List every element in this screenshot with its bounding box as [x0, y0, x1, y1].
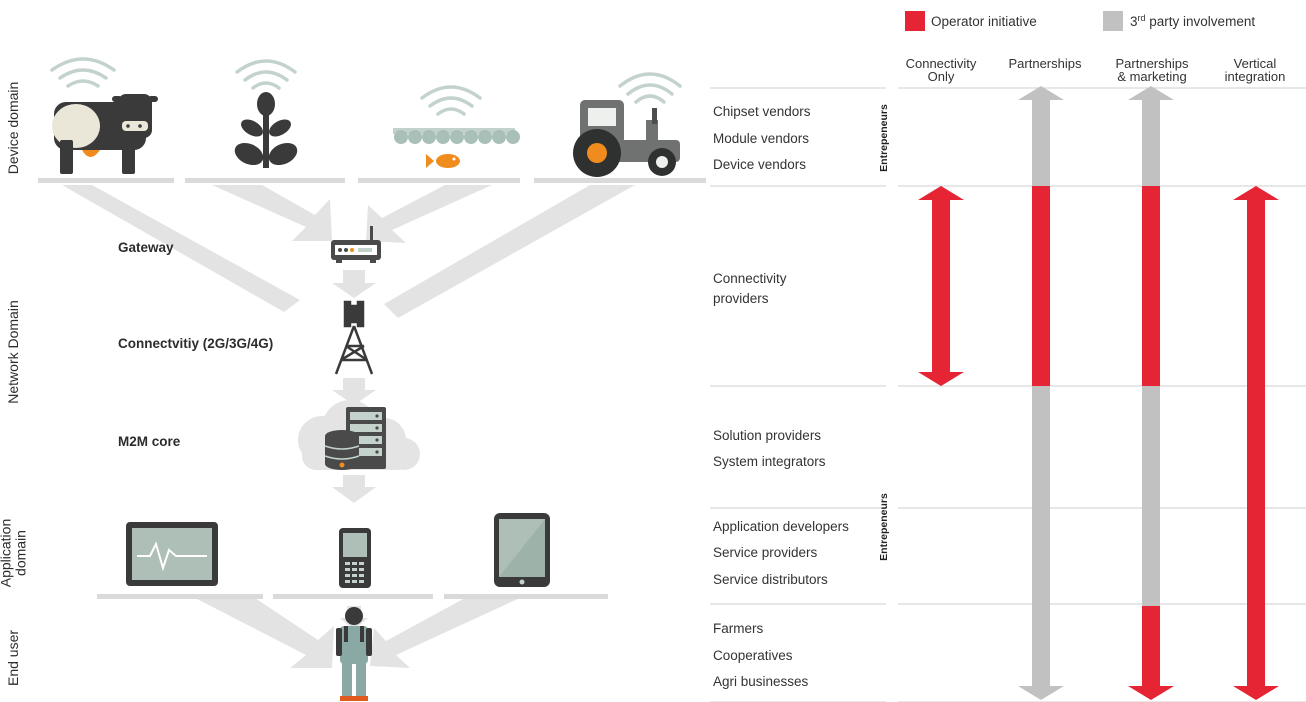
flow-arrow-monitor-to-user	[195, 598, 334, 668]
legend-third-party-swatch	[1103, 11, 1123, 31]
flow-arrow-tower-to-core	[332, 378, 376, 405]
row-label-application-developers: Application developers	[713, 519, 849, 534]
shelves	[38, 178, 706, 599]
entrepreneurs-label-top: Entrepeneurs	[878, 104, 890, 172]
device-shelf	[38, 178, 174, 183]
monitor-icon	[126, 522, 218, 586]
gateway-router-icon	[331, 226, 381, 263]
row-label-service-distributors: Service distributors	[713, 572, 828, 587]
flow-arrow-tablet-to-user	[370, 598, 520, 668]
farmer-icon	[336, 607, 372, 701]
row-label-agri-businesses: Agri businesses	[713, 674, 809, 689]
row-label-cooperatives: Cooperatives	[713, 648, 793, 663]
domain-labels: Device domain Network Domain Application…	[0, 82, 29, 686]
column-header-partnerships: Partnerships	[1009, 56, 1082, 71]
legend-operator-swatch	[905, 11, 925, 31]
fish-pond-icon	[393, 85, 520, 168]
tablet-icon	[494, 513, 550, 587]
row-label-chipset-vendors: Chipset vendors	[713, 104, 811, 119]
entrepreneurs-label-bottom: Entrepeneurs	[878, 493, 890, 561]
arrow-connectivity-only	[918, 186, 964, 386]
connectivity-label: Connectvitiy (2G/3G/4G)	[118, 336, 273, 351]
row-label-solution-providers: Solution providers	[713, 428, 821, 443]
row-label-system-integrators: System integrators	[713, 454, 826, 469]
device-shelf	[534, 178, 706, 183]
flow-arrow-pond-to-gateway	[366, 185, 492, 243]
legend: Operator initiative 3rd party involvemen…	[905, 11, 1255, 31]
row-labels: Chipset vendors Module vendors Device ve…	[713, 104, 849, 689]
flow-arrow-plant-to-gateway	[212, 185, 332, 241]
device-shelf	[185, 178, 345, 183]
row-label-device-vendors: Device vendors	[713, 157, 806, 172]
arrow-partnerships-marketing	[1128, 86, 1174, 700]
row-label-farmers: Farmers	[713, 621, 763, 636]
gateway-label: Gateway	[118, 240, 174, 255]
application-domain-label: Applicationdomain	[0, 519, 29, 588]
application-shelf	[444, 594, 608, 599]
flow-arrow-tractor-to-tower	[384, 185, 635, 318]
device-shelf	[358, 178, 520, 183]
arrow-partnerships	[1018, 86, 1064, 700]
column-header-partnerships-marketing: Partnerships& marketing	[1116, 56, 1189, 84]
mobile-phone-icon	[339, 528, 371, 588]
cow-icon	[50, 57, 158, 174]
cell-tower-icon	[334, 300, 374, 375]
tractor-icon	[573, 72, 682, 177]
flow-arrow-core-to-apps	[332, 475, 376, 503]
row-label-module-vendors: Module vendors	[713, 131, 809, 146]
application-shelf	[273, 594, 433, 599]
m2m-core-label: M2M core	[118, 434, 181, 449]
network-domain-label: Network Domain	[5, 300, 21, 403]
plant-icon	[234, 59, 298, 168]
flow-arrow-cow-to-tower	[62, 185, 300, 312]
flow-arrow-gateway-to-tower	[332, 270, 376, 298]
cloud-server-icon	[298, 400, 420, 470]
value-chain-arrows	[918, 86, 1279, 700]
device-domain-label: Device domain	[5, 82, 21, 175]
row-separators	[710, 87, 1306, 702]
end-user-label: End user	[5, 630, 21, 686]
legend-third-party-label: 3rd party involvement	[1130, 13, 1255, 29]
legend-operator-label: Operator initiative	[931, 14, 1037, 29]
application-shelf	[97, 594, 263, 599]
flow-arrows	[62, 185, 635, 668]
arrow-vertical-integration	[1233, 186, 1279, 700]
row-label-service-providers: Service providers	[713, 545, 818, 560]
